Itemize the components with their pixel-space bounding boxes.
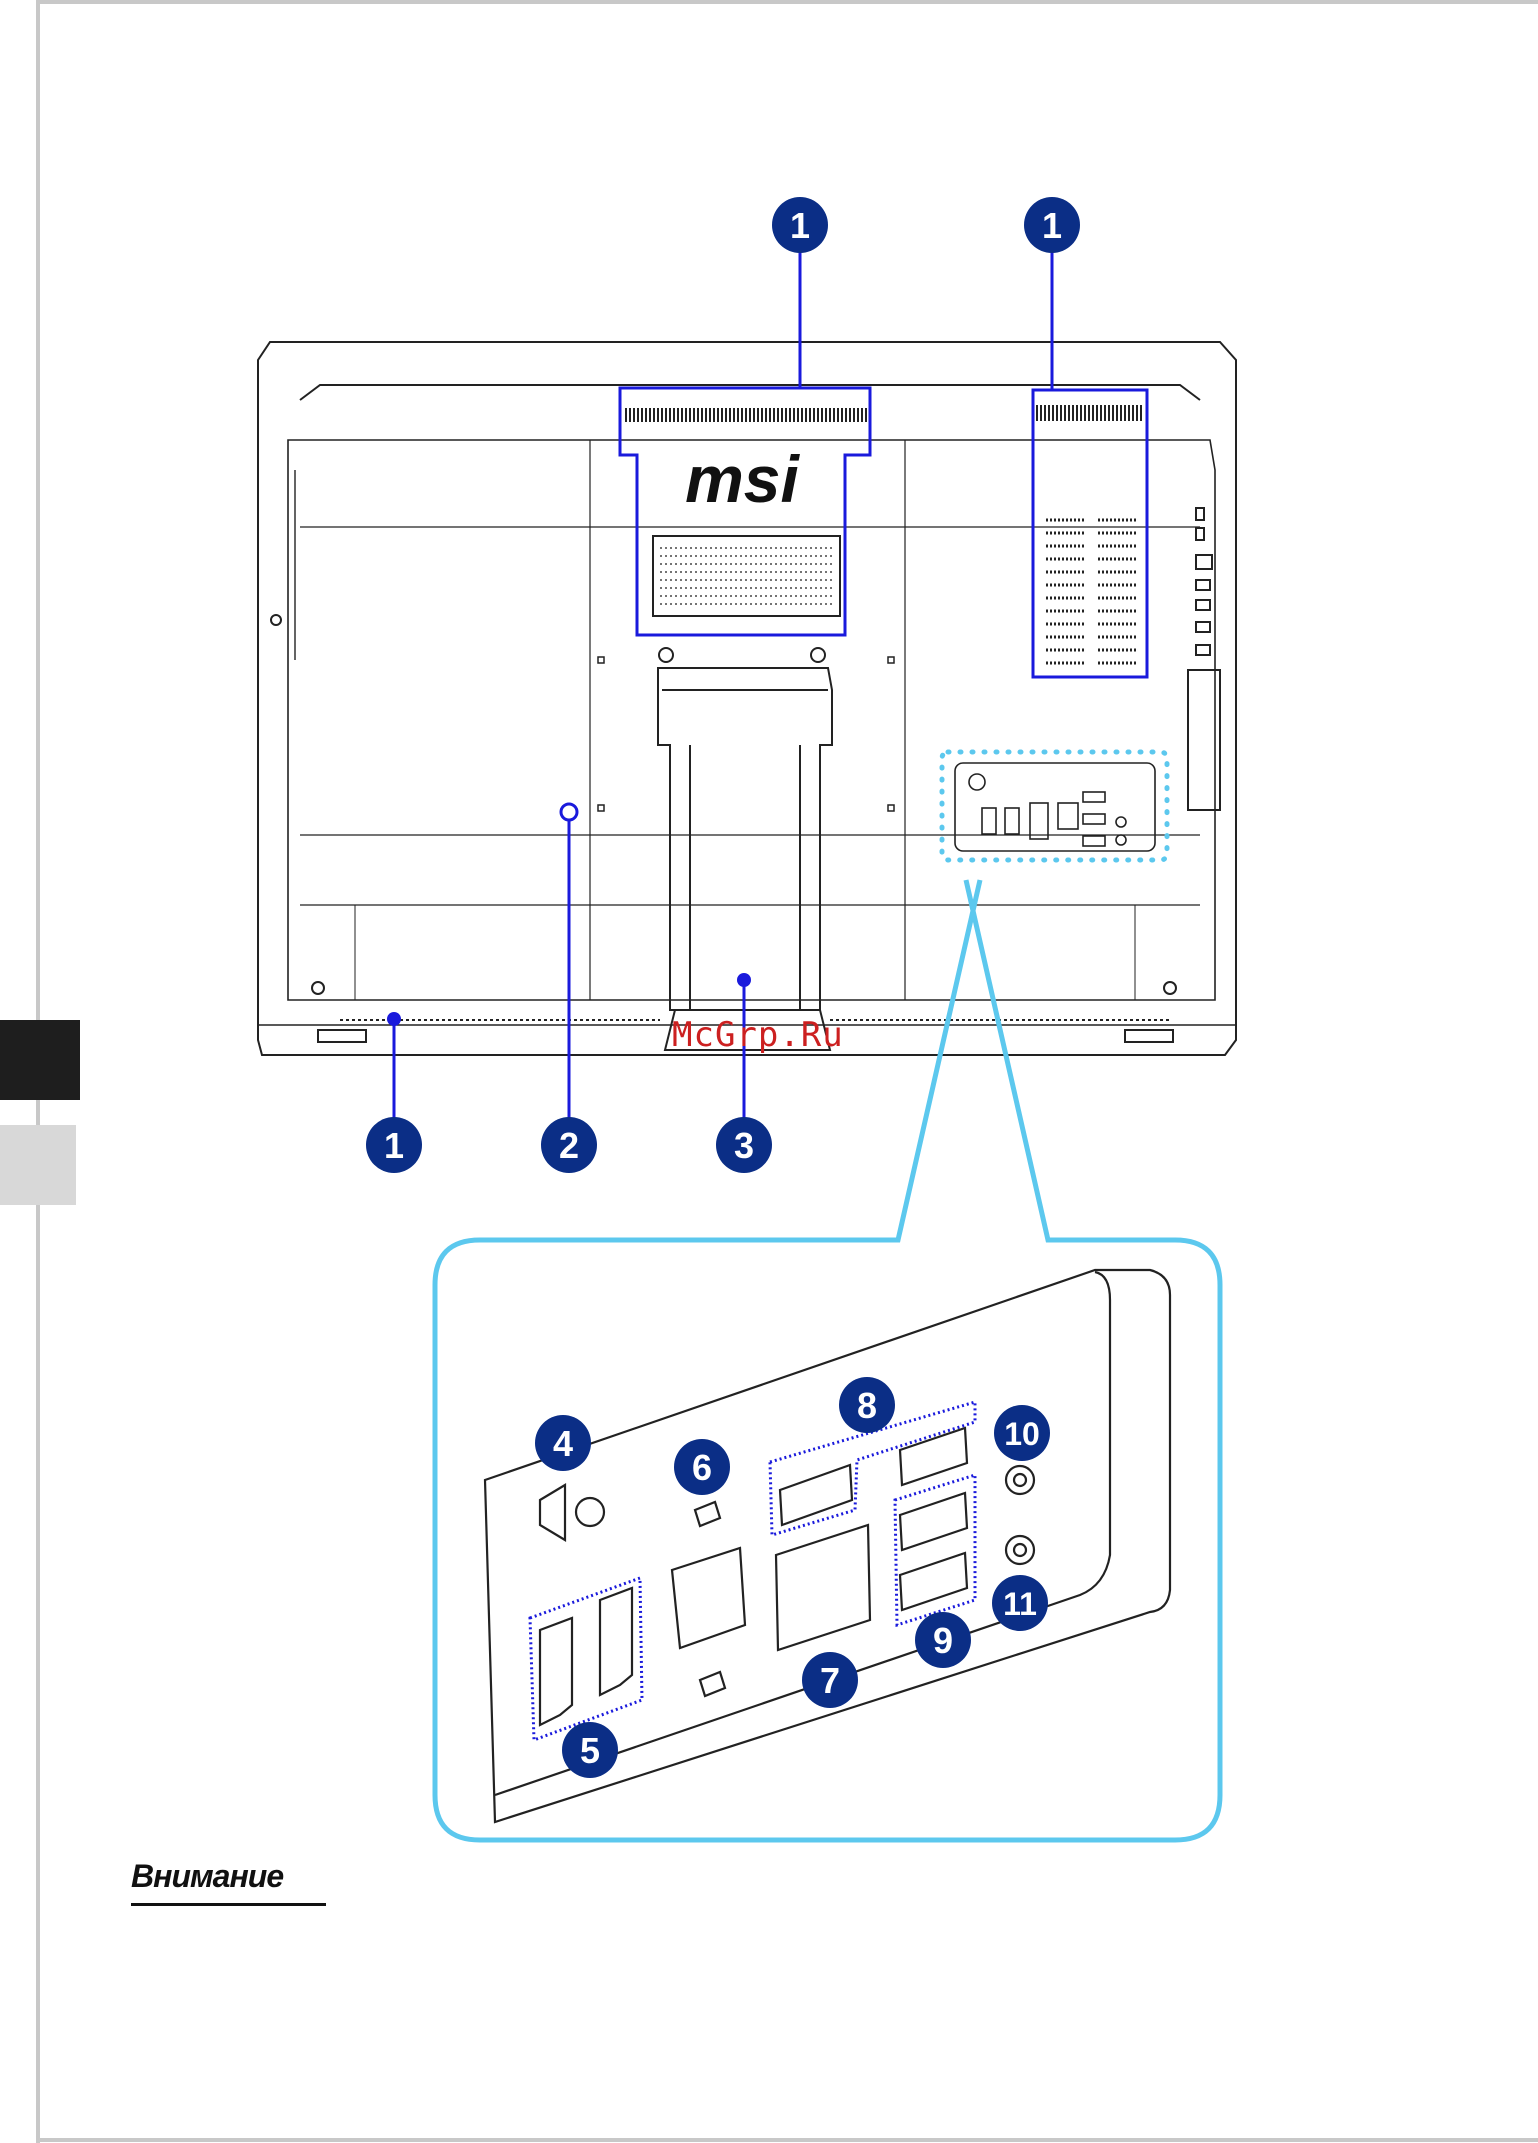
callout-4: 4 [535,1415,591,1471]
callout-1-bottom: 1 [366,1117,422,1173]
svg-text:2: 2 [559,1125,579,1166]
callout-2: 2 [541,1117,597,1173]
svg-text:7: 7 [820,1660,840,1701]
svg-text:6: 6 [692,1447,712,1488]
io-panel-highlight [942,752,1167,860]
attention-heading: Внимание [131,1858,326,1906]
top-right-vent [1036,413,1144,663]
callout-1-top-right: 1 [1024,197,1080,253]
watermark-text: McGrp.Ru [672,1015,844,1055]
callout-11: 11 [992,1575,1048,1631]
svg-text:4: 4 [553,1423,573,1464]
callout-5: 5 [562,1722,618,1778]
callout-7: 7 [802,1652,858,1708]
svg-text:8: 8 [857,1385,877,1426]
svg-text:1: 1 [1042,205,1062,246]
svg-text:5: 5 [580,1730,600,1771]
brand-logo: msi [685,442,800,516]
callout-6: 6 [674,1439,730,1495]
svg-text:11: 11 [1003,1586,1037,1622]
vesa-screw-holes [598,657,894,811]
svg-text:10: 10 [1004,1416,1040,1452]
io-panel-small [955,763,1155,851]
svg-text:1: 1 [790,205,810,246]
kensington-lock-marker [561,804,577,820]
svg-text:1: 1 [384,1125,404,1166]
callout-3: 3 [716,1117,772,1173]
svg-text:9: 9 [933,1620,953,1661]
callout-1-top-left: 1 [772,197,828,253]
callout-8: 8 [839,1377,895,1433]
callout-10: 10 [994,1405,1050,1461]
svg-text:3: 3 [734,1125,754,1166]
callout-9: 9 [915,1612,971,1668]
